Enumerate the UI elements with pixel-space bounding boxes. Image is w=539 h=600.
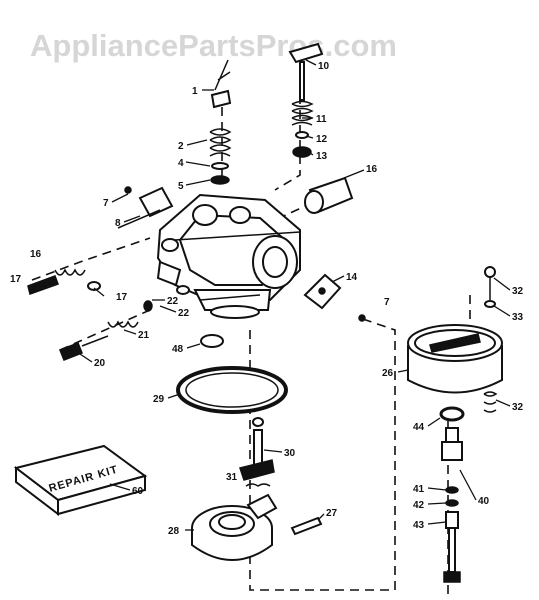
choke-plate [117, 186, 174, 229]
float-pin [290, 516, 323, 536]
main-jet-assembly [441, 427, 463, 583]
drain-screw-top [484, 266, 496, 308]
callout-41: 41 [413, 484, 425, 495]
watermark-text: AppliancePartsPros.com [30, 28, 397, 63]
callout-22-upper: 22 [167, 296, 179, 307]
callout-32-bottom: 32 [512, 402, 524, 413]
callout-33: 33 [512, 312, 524, 323]
callout-22-lower: 22 [178, 308, 190, 319]
callout-32-top: 32 [512, 286, 524, 297]
callout-12: 12 [316, 134, 328, 145]
bowl-washers [483, 391, 498, 413]
callout-40: 40 [478, 496, 490, 507]
callout-4: 4 [178, 158, 184, 169]
float-needle [239, 417, 275, 487]
main-mixture-screw [27, 268, 101, 295]
fuel-inlet-fitting [304, 176, 354, 214]
callout-27: 27 [326, 508, 338, 519]
callout-17: 17 [116, 292, 128, 303]
callout-10: 10 [318, 61, 330, 72]
callout-8: 8 [115, 218, 121, 229]
callout-11: 11 [316, 114, 327, 125]
callout-7-top: 7 [103, 198, 109, 209]
callout-1: 1 [192, 86, 198, 97]
callout-5: 5 [178, 181, 184, 192]
callout-13: 13 [316, 151, 328, 162]
callout-21: 21 [138, 330, 150, 341]
callout-29: 29 [153, 394, 165, 405]
callout-31: 31 [226, 472, 238, 483]
bowl-nut-washer [439, 406, 465, 422]
float [191, 493, 278, 561]
idle-screw-assembly [209, 59, 232, 185]
callout-48: 48 [172, 344, 184, 355]
callout-2: 2 [178, 141, 184, 152]
callout-16-left: 16 [30, 249, 42, 260]
repair-kit-box: REPAIR KIT [13, 444, 148, 517]
callout-43: 43 [413, 520, 425, 531]
callout-14: 14 [346, 272, 358, 283]
callout-16-right: 16 [366, 164, 378, 175]
float-bowl [407, 324, 503, 394]
callout-leaders [79, 59, 511, 531]
callout-numbers: 1 2 4 5 7 8 10 11 12 13 16 16 17 17 14 7… [10, 61, 524, 537]
callout-7-right: 7 [384, 297, 390, 308]
callout-42: 42 [413, 500, 425, 511]
callout-44: 44 [413, 422, 425, 433]
bowl-gasket [176, 366, 288, 414]
callout-60: 60 [132, 486, 144, 497]
inlet-gasket [303, 273, 366, 322]
callout-28: 28 [168, 526, 180, 537]
callout-17-left: 17 [10, 274, 22, 285]
callout-30: 30 [284, 448, 296, 459]
carburetor-body [156, 193, 301, 319]
bowl-washer [200, 334, 224, 348]
callout-20: 20 [94, 358, 106, 369]
float-needle-assembly [288, 42, 324, 158]
idle-speed-screw [59, 300, 153, 361]
callout-26: 26 [382, 368, 394, 379]
